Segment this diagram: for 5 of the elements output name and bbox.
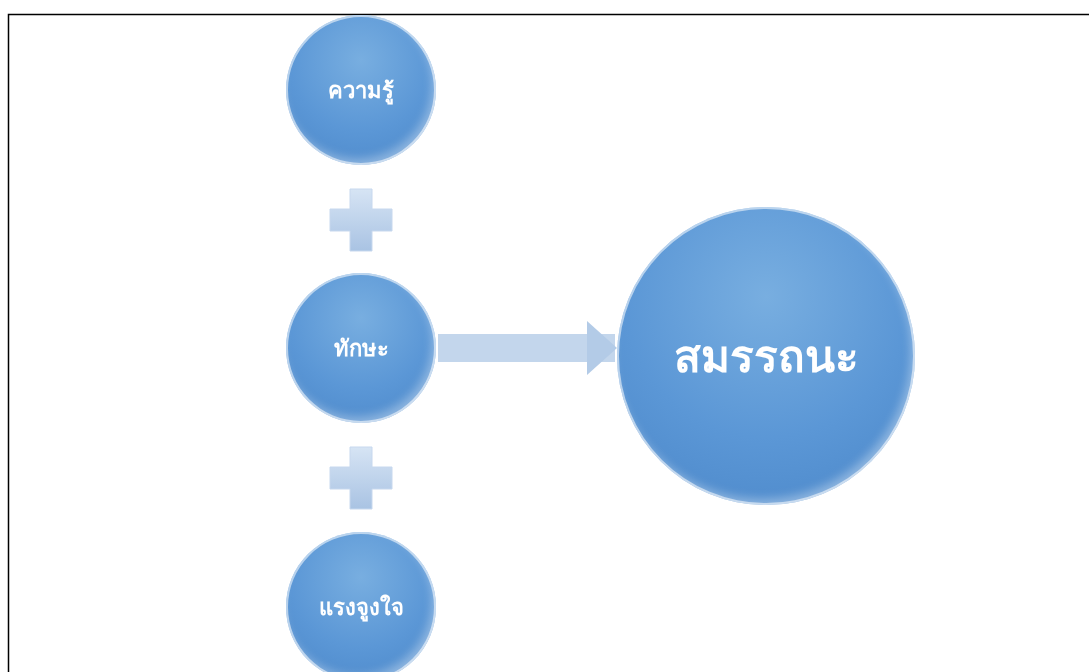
node-label: ความรู้ — [328, 76, 394, 107]
node-label: สมรรถนะ — [673, 330, 859, 384]
block-arrow — [438, 321, 617, 375]
node-label: แรงจูงใจ — [318, 593, 404, 624]
node-label: ทักษะ — [333, 334, 389, 363]
